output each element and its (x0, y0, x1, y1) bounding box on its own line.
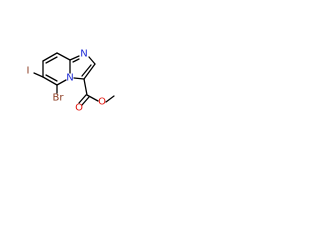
bond-c2-c3-inner (81, 64, 92, 77)
bond-c8-c7-inner (45, 56, 58, 64)
bond-c6-c5 (42, 76, 58, 86)
carbonyl-oxygen-label: O (75, 103, 83, 114)
bond-c6-c5-inner (45, 74, 58, 82)
bond-c3-n4 (73, 77, 85, 80)
bond-c2-c3 (83, 63, 96, 80)
bond-ccarbonyl-oester (86, 94, 99, 102)
molecule-drawing: I Br N N O O (27, 49, 115, 114)
bond-c8a-n1-inner (72, 58, 80, 63)
bromine-label: Br (53, 93, 65, 104)
bond-c8-c7 (42, 52, 58, 62)
bond-c8a-c8 (56, 52, 71, 61)
iodine-label: I (27, 66, 30, 77)
ester-oxygen-label: O (98, 97, 106, 108)
bond-n1-c2 (88, 56, 96, 65)
bond-c3-ccarbonyl (83, 78, 88, 96)
bond-c6-i (33, 72, 44, 78)
bond-c5-n4 (56, 79, 67, 86)
bond-carbonyl-double-b (81, 96, 90, 106)
ring-nitrogen-label: N (80, 49, 87, 60)
bond-c8a-n1 (69, 55, 80, 61)
bond-oester-methyl (105, 95, 115, 103)
bond-carbonyl-double-a (78, 94, 87, 104)
bridge-nitrogen-label: N (66, 73, 73, 84)
structure-canvas: I Br N N O O (0, 0, 152, 152)
